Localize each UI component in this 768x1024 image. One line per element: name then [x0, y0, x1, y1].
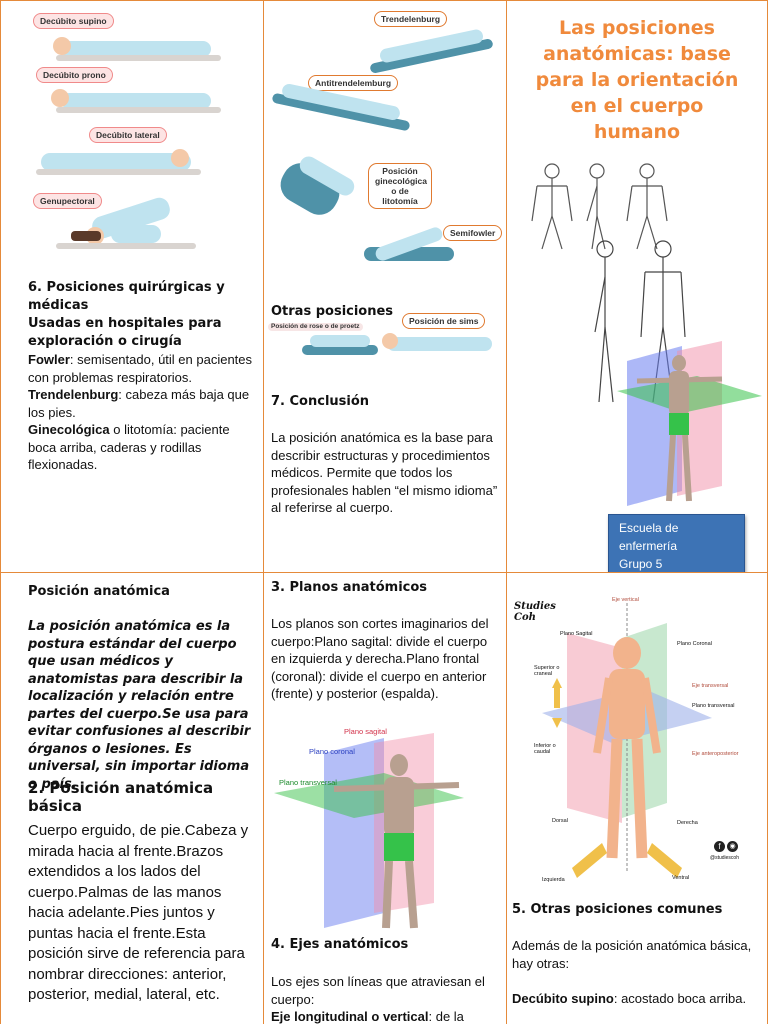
figure-sims: Posición de sims	[382, 313, 502, 363]
label-decubito-prono: Decúbito prono	[36, 67, 113, 83]
label-inferior: Inferior o caudal	[534, 743, 556, 755]
label-dorsal: Dorsal	[552, 818, 568, 824]
panel-cover: Las posiciones anatómicas: base para la …	[507, 1, 767, 572]
badge-school: Escuela de enfermería	[619, 521, 679, 553]
axes-figure: Studies Coh Eje vertical Plano Sagital P…	[512, 593, 752, 893]
label-ventral: Ventral	[672, 875, 690, 881]
heading-conclusion: 7. Conclusión	[271, 394, 370, 409]
surgical-positions-list: Fowler: semisentado, útil en pacientes c…	[28, 351, 258, 474]
label-sims: Posición de sims	[402, 313, 486, 329]
axes-longitudinal: Eje longitudinal o vertical: de la	[271, 1009, 464, 1024]
panel-other-common-positions: Studies Coh Eje vertical Plano Sagital P…	[507, 573, 767, 1024]
school-badge: Escuela de enfermería Grupo 5	[608, 514, 745, 572]
heading-posicion-basica: 2. Posición anatómica básica	[28, 779, 214, 815]
top-border	[0, 0, 768, 1]
label-genupectoral: Genupectoral	[33, 193, 102, 209]
label-superior: Superior o craneal	[534, 665, 560, 677]
label-decubito-lateral: Decúbito lateral	[89, 127, 167, 143]
definition-text: La posición anatómica es la postura está…	[28, 619, 251, 792]
label-antitrendelenburg: Antitrendelemburg	[308, 75, 399, 91]
logo-studies: Studies Coh	[514, 601, 556, 623]
cover-title: Las posiciones anatómicas: base para la …	[535, 17, 739, 143]
badge-group: Grupo 5	[619, 557, 663, 571]
facebook-icon: f	[714, 841, 725, 852]
figure-genupectoral: Genupectoral	[31, 187, 231, 257]
label-plano-coronal: Plano coronal	[309, 747, 355, 756]
figure-antitrendelenburg: Antitrendelemburg	[266, 71, 416, 141]
label-handle: @studiescoh	[710, 855, 739, 861]
label-plano-sagital: Plano sagital	[344, 727, 387, 736]
label-ginecologica: Posición ginecológica o de litotomía	[368, 163, 432, 209]
label-eje-vertical: Eje vertical	[612, 597, 639, 603]
label-plano-sagital-2: Plano Sagital	[560, 631, 593, 637]
figure-decubito-lateral: Decúbito lateral	[31, 123, 231, 183]
label-izquierda: Izquierda	[542, 877, 565, 883]
conclusion-text: La posición anatómica es la base para de…	[271, 430, 498, 515]
decubito-supino-text: Decúbito supino: acostado boca arriba.	[512, 991, 747, 1006]
label-decubito-supino: Decúbito supino	[33, 13, 114, 29]
figure-decubito-supino: Decúbito supino	[31, 11, 231, 66]
planes-text: Los planos son cortes imaginarios del cu…	[271, 616, 489, 701]
label-plano-coronal-2: Plano Coronal	[677, 641, 712, 647]
label-derecha: Derecha	[677, 820, 698, 826]
item-trendelenburg: Trendelenburg: cabeza más baja que los p…	[28, 387, 250, 420]
other-positions-text: Además de la posición anatómica básica, …	[512, 938, 752, 971]
heading-otras-posiciones: Otras posiciones	[271, 304, 394, 319]
label-trendelenburg: Trendelenburg	[374, 11, 448, 27]
left-border	[0, 0, 1, 1024]
heading-surgical-positions: 6. Posiciones quirúrgicas y médicas	[28, 280, 225, 313]
panel-surgical-positions: Decúbito supino Decúbito prono Decúbito …	[1, 1, 263, 572]
figure-decubito-prono: Decúbito prono	[31, 67, 231, 122]
panel-planes: 3. Planos anatómicos Los planos son cort…	[264, 573, 506, 1024]
label-plano-transversal: Plano transversal	[279, 778, 337, 787]
axes-text: Los ejes son líneas que atraviesan el cu…	[271, 974, 485, 1007]
label-eje-transversal: Eje transversal	[692, 683, 729, 689]
figure-ginecologica: Posición ginecológica o de litotomía	[272, 149, 502, 229]
heading-planos: 3. Planos anatómicos	[271, 580, 428, 595]
column-divider-2	[506, 0, 507, 1024]
figure-semifowler: Semifowler	[359, 217, 504, 277]
label-eje-anteroposterior: Eje anteroposterior	[692, 751, 739, 757]
heading-ejes: 4. Ejes anatómicos	[271, 937, 409, 952]
planes-figure-cover	[617, 341, 762, 506]
item-fowler: Fowler: semisentado, útil en pacientes c…	[28, 352, 253, 385]
item-ginecologica: Ginecológica o litotomía: paciente boca …	[28, 422, 230, 472]
column-divider-1	[263, 0, 264, 1024]
figure-rose: Posición de rose o de proetz	[268, 323, 380, 363]
subheading-surgical-positions: Usadas en hospitales para exploración o …	[28, 316, 222, 349]
heading-otras-posiciones-comunes: 5. Otras posiciones comunes	[512, 902, 723, 917]
label-semifowler: Semifowler	[443, 225, 503, 241]
instagram-icon: ◉	[727, 841, 738, 852]
panel-anatomical-position: Posición anatómica La posición anatómica…	[1, 573, 263, 1024]
figure-trendelenburg: Trendelenburg	[364, 9, 499, 79]
panel-other-positions: Trendelenburg Antitrendelemburg Posición…	[264, 1, 506, 572]
label-plano-transversal-2: Plano transversal	[692, 703, 735, 709]
basic-position-text: Cuerpo erguido, de pie.Cabeza y mirada h…	[28, 822, 249, 1003]
skeleton-illustration	[527, 161, 747, 251]
planes-figure: Plano sagital Plano coronal Plano transv…	[274, 723, 489, 933]
heading-posicion-anatomica: Posición anatómica	[28, 584, 170, 599]
label-rose: Posición de rose o de proetz	[268, 323, 363, 331]
row-divider	[0, 572, 768, 573]
